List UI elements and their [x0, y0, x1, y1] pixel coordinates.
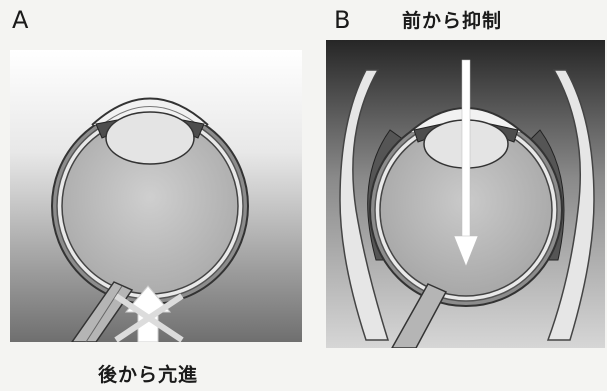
panel-a-diagram — [10, 50, 302, 342]
lens — [106, 112, 194, 164]
panel-b-svg — [326, 40, 605, 348]
panel-b-diagram — [326, 40, 605, 348]
panel-a-caption: 後から亢進 — [98, 360, 198, 387]
panel-b-caption: 前から抑制 — [402, 6, 502, 33]
panel-a-svg — [10, 50, 302, 342]
panel-a-letter: A — [12, 6, 28, 34]
panel-b-letter: B — [334, 6, 350, 34]
